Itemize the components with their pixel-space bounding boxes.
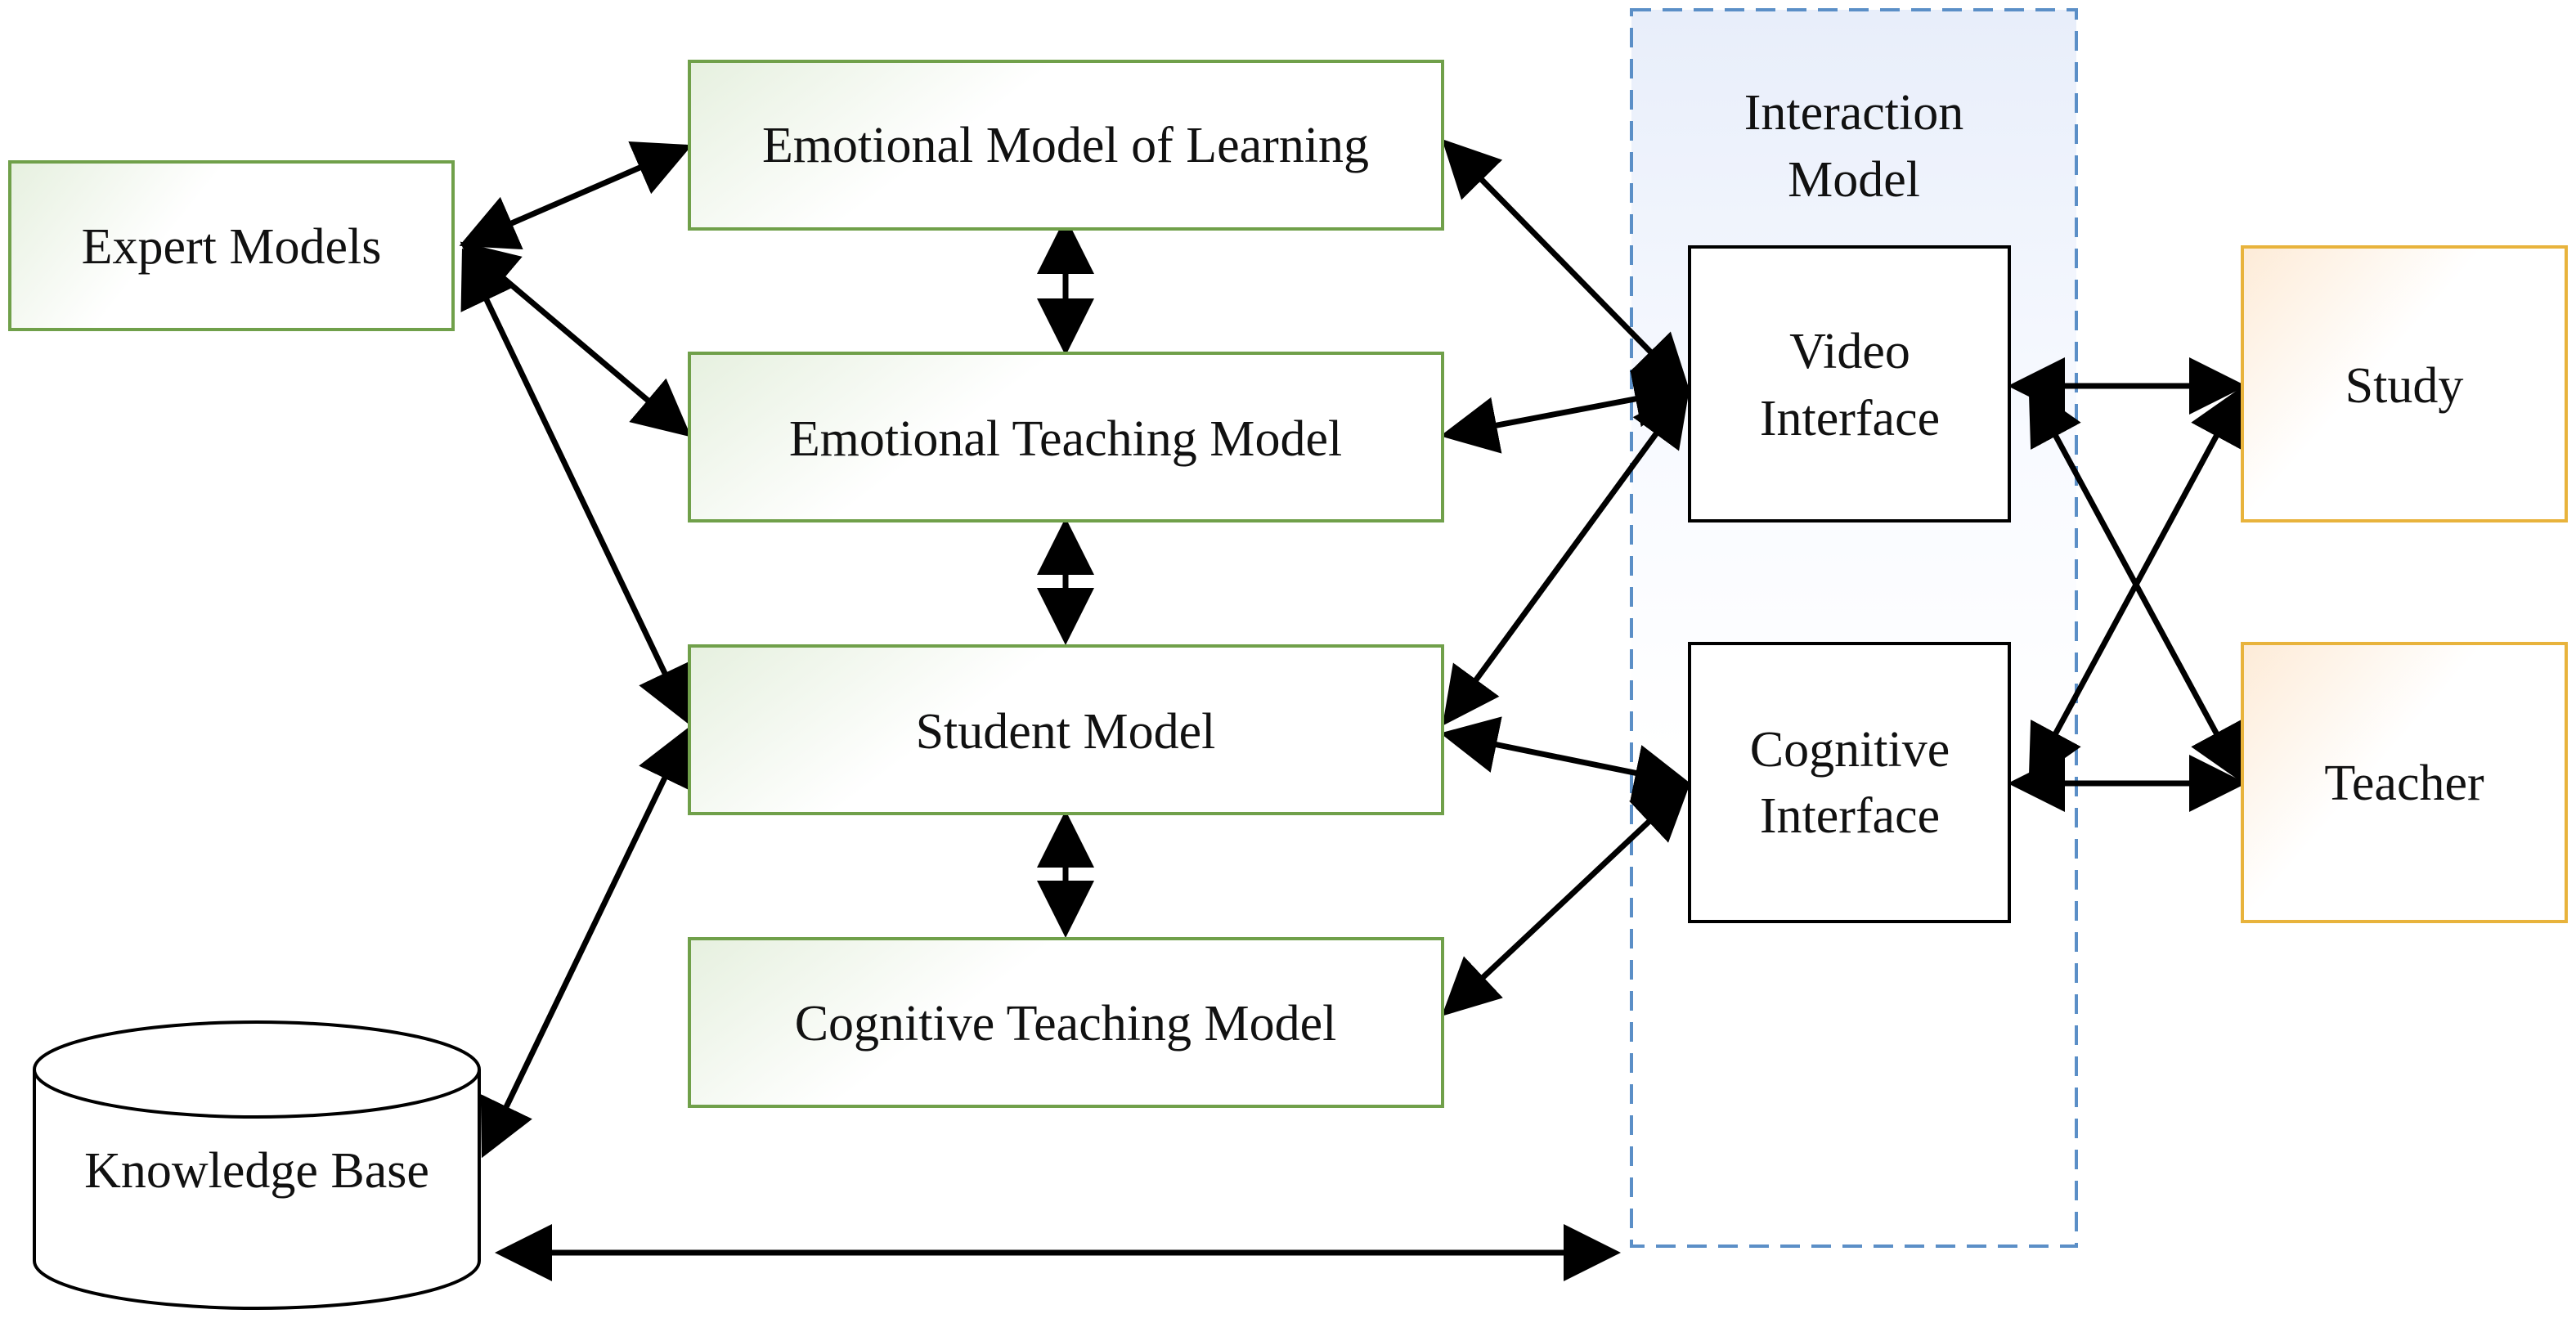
arrows [459, 139, 2246, 1281]
emotional-teaching-model-node: Emotional Teaching Model [688, 352, 1444, 522]
arrow-expert-emotional-teaching [460, 241, 692, 437]
emotional-model-of-learning-node: Emotional Model of Learning [688, 60, 1444, 231]
svg-text:Model: Model [1788, 152, 1920, 208]
emotional-model-of-learning-label: Emotional Model of Learning [762, 118, 1369, 173]
cognitive-interface-label-line2: Interface [1760, 788, 1940, 844]
cognitive-teaching-model-label: Cognitive Teaching Model [795, 996, 1337, 1052]
arrow-expert-student [460, 248, 691, 725]
video-interface-label-line1: Video [1789, 324, 1910, 379]
teacher-label: Teacher [2324, 756, 2484, 811]
arrow-expert-emotional-learning [459, 141, 693, 250]
svg-text:Cognitive: Cognitive [1750, 722, 1950, 778]
cognitive-interface-node: Cognitive Interface [1688, 642, 2011, 923]
cognitive-interface-label-line1: Cognitive [1750, 722, 1950, 778]
arrow-cognitive-teaching-interface [1441, 783, 1691, 1016]
cognitive-teaching-model-node: Cognitive Teaching Model [688, 937, 1444, 1108]
svg-text:Video: Video [1789, 324, 1910, 379]
knowledge-base-label: Knowledge Base [84, 1143, 429, 1199]
arrow-student-video [1442, 388, 1690, 726]
svg-text:Interface: Interface [1760, 391, 1940, 446]
svg-text:Interaction: Interaction [1744, 85, 1964, 141]
emotional-teaching-model-label: Emotional Teaching Model [789, 411, 1342, 467]
study-node: Study [2241, 245, 2568, 522]
study-label: Study [2345, 358, 2464, 414]
svg-text:Interface: Interface [1760, 788, 1940, 844]
arrow-cognitive-study [2028, 385, 2244, 784]
expert-models-label: Expert Models [82, 219, 382, 275]
student-model-label: Student Model [916, 704, 1216, 760]
arrow-student-cognitive-interface [1440, 716, 1692, 801]
interaction-model-label-line1: Interaction [1744, 85, 1964, 141]
interaction-model-label-line2: Model [1788, 152, 1920, 208]
expert-models-node: Expert Models [8, 160, 455, 331]
interaction-model-region: Interaction Model [1630, 8, 2078, 1248]
video-interface-node: Video Interface [1688, 245, 2011, 522]
teacher-node: Teacher [2241, 642, 2568, 923]
knowledge-base-node: Knowledge Base [33, 1020, 481, 1310]
arrow-knowledge-student [480, 726, 691, 1159]
video-interface-label-line2: Interface [1760, 391, 1940, 446]
arrow-learning-video [1442, 139, 1690, 392]
student-model-node: Student Model [688, 644, 1444, 815]
